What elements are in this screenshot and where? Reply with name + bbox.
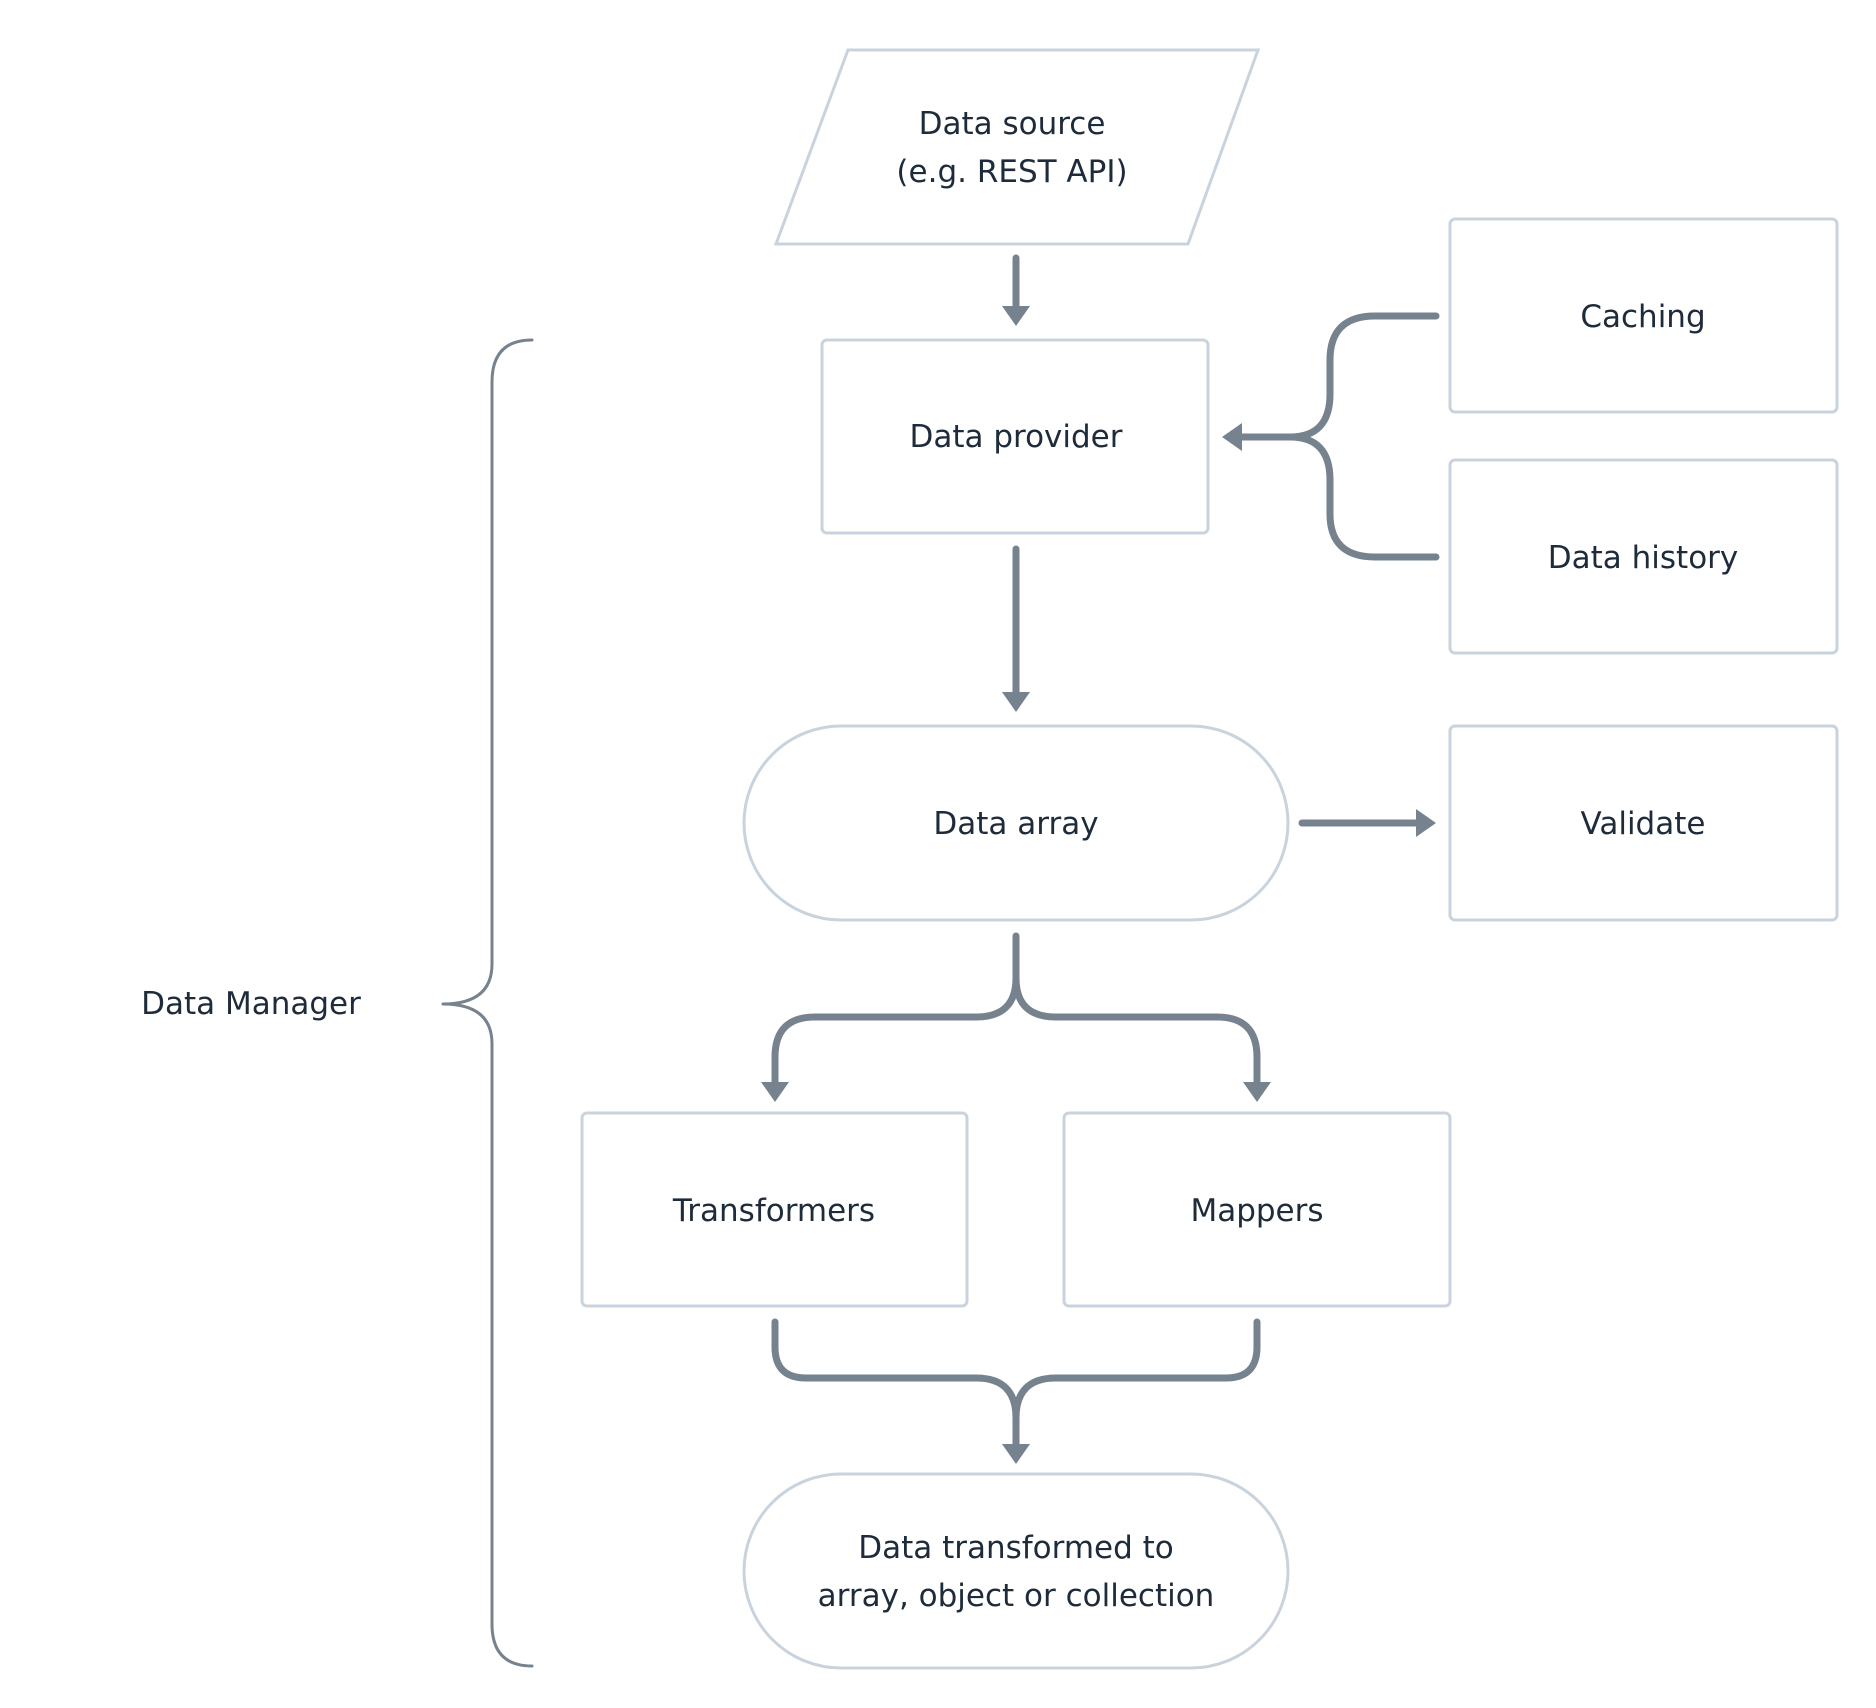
arrow-array-split [761, 932, 1271, 1102]
node-caching: Caching [1448, 217, 1839, 414]
data-source-shape [773, 48, 1261, 246]
node-mappers: Mappers [1062, 1111, 1452, 1308]
data-transformed-shape [742, 1472, 1290, 1670]
data-transformed-label-line1: Data transformed to [858, 1530, 1174, 1566]
data-transformed-label-line2: array, object or collection [818, 1578, 1215, 1614]
node-data-array: Data array [742, 724, 1290, 922]
data-provider-shape [820, 338, 1210, 535]
node-data-transformed: Data transformed to array, object or col… [742, 1472, 1290, 1670]
data-provider-label: Data provider [909, 419, 1122, 455]
arrow-source-to-provider [1002, 254, 1030, 326]
transformers-shape [580, 1111, 969, 1308]
caching-shape [1448, 217, 1839, 414]
caching-label: Caching [1580, 299, 1705, 335]
mappers-shape [1062, 1111, 1452, 1308]
data-source-label-line2: (e.g. REST API) [896, 154, 1127, 190]
validate-shape [1448, 724, 1839, 922]
data-source-label-line1: Data source [919, 106, 1106, 142]
node-data-source: Data source (e.g. REST API) [773, 48, 1261, 246]
node-transformers: Transformers [580, 1111, 969, 1308]
data-array-shape [742, 724, 1290, 922]
data-manager-group: Data Manager [141, 338, 534, 1668]
data-history-shape [1448, 458, 1839, 655]
arrow-array-to-validate [1298, 809, 1436, 837]
data-manager-label: Data Manager [141, 986, 361, 1022]
transformers-label: Transformers [672, 1193, 875, 1229]
node-validate: Validate [1448, 724, 1839, 922]
arrow-merge-to-output [771, 1318, 1261, 1464]
data-history-label: Data history [1548, 540, 1739, 576]
validate-label: Validate [1581, 806, 1706, 842]
data-manager-bracket [441, 338, 534, 1668]
arrow-provider-to-array [1002, 545, 1030, 712]
data-array-label: Data array [933, 806, 1098, 842]
mappers-label: Mappers [1190, 1193, 1323, 1229]
arrow-cache-history-to-provider [1222, 312, 1440, 561]
node-data-history: Data history [1448, 458, 1839, 655]
node-data-provider: Data provider [820, 338, 1210, 535]
